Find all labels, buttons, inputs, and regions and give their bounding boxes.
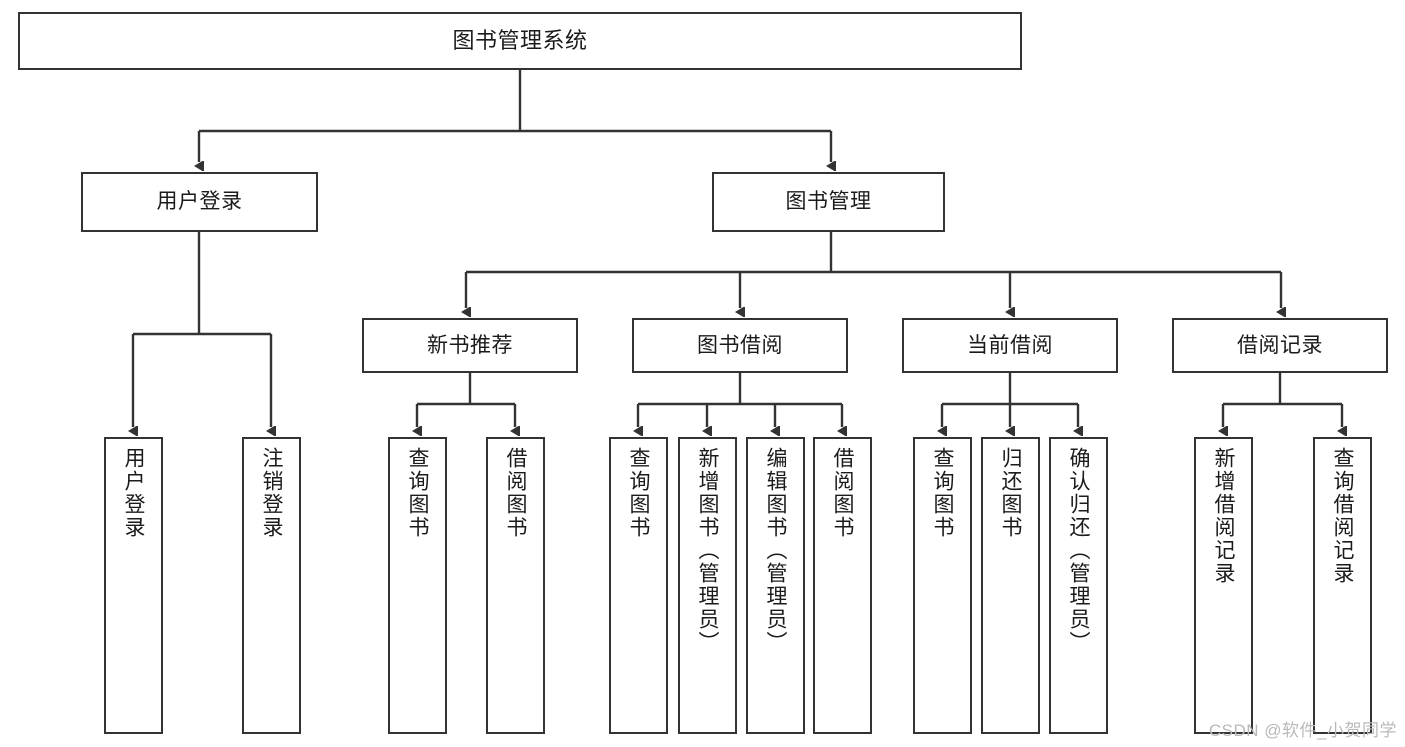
node-label: 当前借阅	[967, 333, 1053, 357]
node-label: 借阅记录	[1237, 333, 1323, 357]
node-user-login[interactable]: 用户登录	[81, 172, 318, 232]
watermark-text: CSDN @软件_小贺同学	[1208, 721, 1397, 740]
leaf-query-book-borrow[interactable]: 查询图书	[609, 437, 668, 734]
node-label: 借阅图书	[504, 447, 527, 539]
node-label: 借阅图书	[831, 447, 854, 539]
node-label: 图书借阅	[697, 333, 783, 357]
leaf-add-book-admin[interactable]: 新增图书（管理员）	[678, 437, 737, 734]
node-label: 注销登录	[260, 447, 283, 539]
node-label: 新增借阅记录	[1212, 447, 1235, 585]
leaf-query-borrow-record[interactable]: 查询借阅记录	[1313, 437, 1372, 734]
node-book-management[interactable]: 图书管理	[712, 172, 945, 232]
node-root-system[interactable]: 图书管理系统	[18, 12, 1022, 70]
leaf-confirm-return-admin[interactable]: 确认归还（管理员）	[1049, 437, 1108, 734]
node-label: 查询图书	[931, 447, 954, 539]
node-label: 图书管理	[785, 190, 872, 214]
node-label: 查询借阅记录	[1331, 447, 1354, 585]
node-label: 确认归还（管理员）	[1067, 447, 1090, 654]
node-label: 新书推荐	[427, 333, 513, 357]
node-label: 查询图书	[627, 447, 650, 539]
leaf-edit-book-admin[interactable]: 编辑图书（管理员）	[746, 437, 805, 734]
node-label: 用户登录	[156, 190, 243, 214]
node-book-borrow[interactable]: 图书借阅	[632, 318, 848, 373]
leaf-query-book-recommend[interactable]: 查询图书	[388, 437, 447, 734]
leaf-user-login[interactable]: 用户登录	[104, 437, 163, 734]
node-label: 查询图书	[406, 447, 429, 539]
node-label: 图书管理系统	[452, 27, 588, 53]
node-new-book-recommend[interactable]: 新书推荐	[362, 318, 578, 373]
leaf-return-book[interactable]: 归还图书	[981, 437, 1040, 734]
node-current-borrow[interactable]: 当前借阅	[902, 318, 1118, 373]
node-label: 编辑图书（管理员）	[764, 447, 787, 654]
leaf-query-book-current[interactable]: 查询图书	[913, 437, 972, 734]
node-label: 归还图书	[999, 447, 1022, 539]
node-label: 新增图书（管理员）	[696, 447, 719, 654]
node-borrow-record[interactable]: 借阅记录	[1172, 318, 1388, 373]
leaf-user-logout[interactable]: 注销登录	[242, 437, 301, 734]
leaf-add-borrow-record[interactable]: 新增借阅记录	[1194, 437, 1253, 734]
leaf-borrow-book[interactable]: 借阅图书	[813, 437, 872, 734]
leaf-borrow-book-recommend[interactable]: 借阅图书	[486, 437, 545, 734]
node-label: 用户登录	[122, 447, 145, 539]
